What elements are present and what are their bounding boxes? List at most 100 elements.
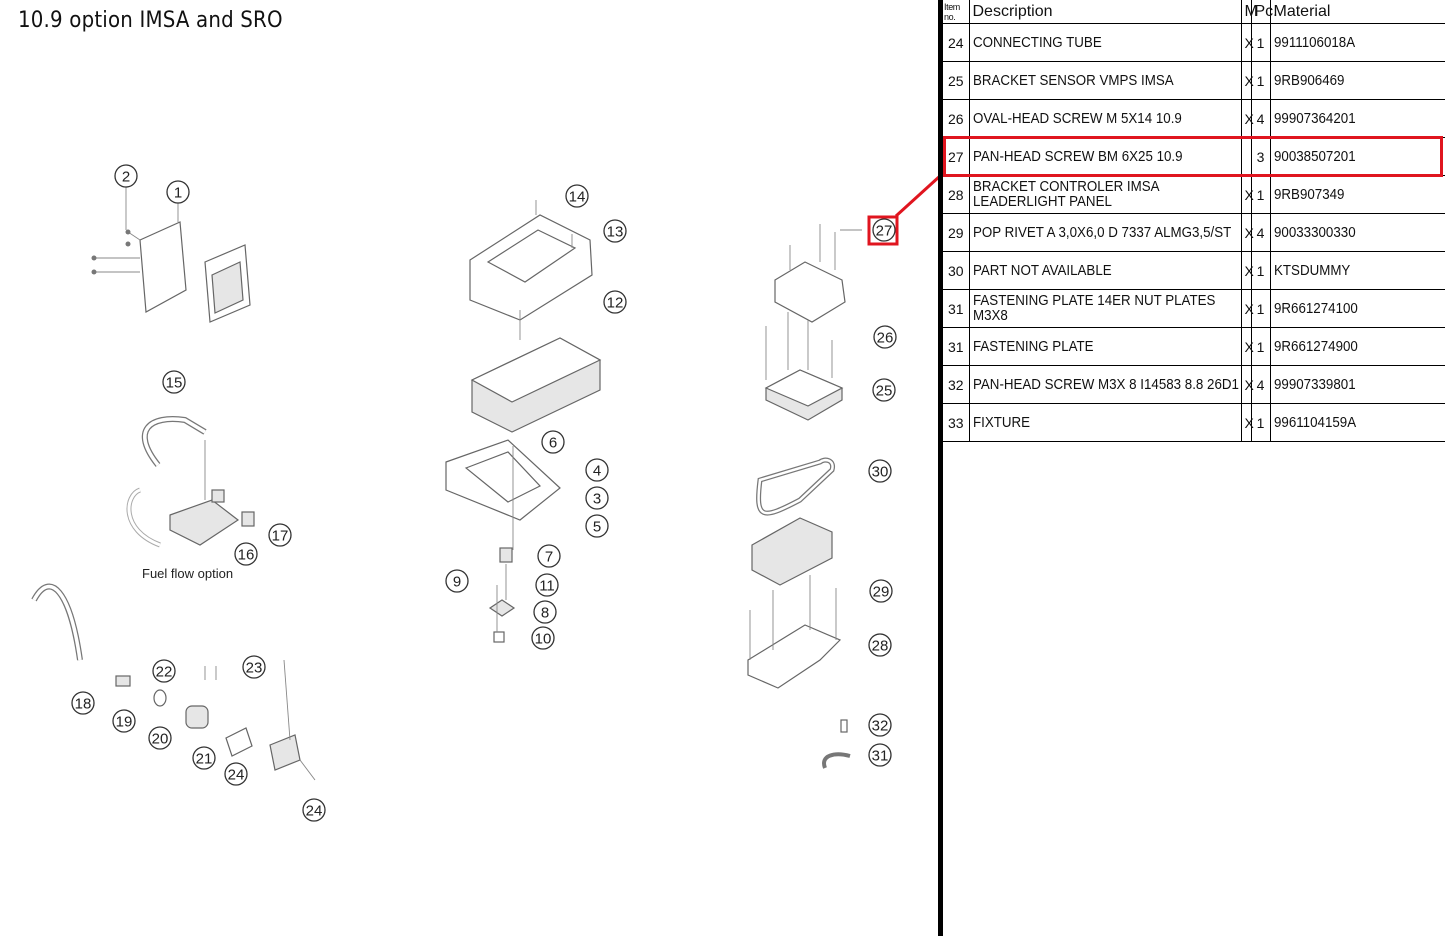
- callout-28: 28: [868, 633, 892, 657]
- description-cell: FIXTURE: [969, 403, 1242, 442]
- header-m: M: [1241, 0, 1258, 24]
- callout-number: 8: [541, 605, 549, 622]
- material-cell: 90033300330: [1270, 213, 1445, 252]
- material-cell: 9961104159A: [1270, 403, 1445, 442]
- table-header-row: Item no. Description M Pc. Material: [943, 0, 1445, 24]
- pc-cell: 4: [1251, 213, 1271, 252]
- callout-24: 24: [224, 762, 248, 786]
- m-cell: X: [1241, 251, 1254, 290]
- callout-number: 10: [535, 631, 552, 648]
- m-cell: X: [1241, 365, 1254, 404]
- pc-cell: 4: [1251, 365, 1271, 404]
- description-cell: POP RIVET A 3,0X6,0 D 7337 ALMG3,5/ST: [969, 213, 1242, 252]
- callout-number: 24: [306, 803, 323, 820]
- callout-number: 32: [872, 718, 889, 735]
- header-material: Material: [1270, 0, 1445, 24]
- display-bracket-drawing: [91, 187, 251, 323]
- callout-15: 15: [162, 370, 186, 394]
- pc-cell: 1: [1251, 289, 1271, 328]
- material-cell: 90038507201: [1270, 137, 1445, 176]
- callout-8: 8: [533, 600, 557, 624]
- description-cell: CONNECTING TUBE: [969, 23, 1242, 62]
- ecu-lower-bracket-drawing: [445, 439, 561, 550]
- callout-number: 5: [593, 519, 601, 536]
- vertical-divider: [938, 0, 943, 936]
- callout-number: 18: [75, 696, 92, 713]
- item-no-cell: 24: [943, 23, 970, 62]
- highlight-box-callout-27: [867, 215, 899, 246]
- material-cell-text: 9R661274100: [1273, 301, 1358, 317]
- item-no-cell: 26: [943, 99, 970, 138]
- callout-9: 9: [445, 569, 469, 593]
- callout-number: 31: [872, 748, 889, 765]
- callout-number: 27: [876, 223, 893, 240]
- callout-number: 19: [116, 714, 133, 731]
- m-cell: X: [1241, 289, 1254, 328]
- m-cell: X: [1241, 403, 1254, 442]
- material-cell-text: 99907364201: [1273, 111, 1356, 127]
- callout-17: 17: [268, 523, 292, 547]
- description-cell-text: CONNECTING TUBE: [972, 35, 1102, 51]
- ecu-unit-drawing: [470, 310, 602, 433]
- item-no-cell: 25: [943, 61, 970, 100]
- callout-number: 24: [228, 767, 245, 784]
- description-cell: FASTENING PLATE 14ER NUT PLATES M3X8: [969, 289, 1242, 328]
- callout-21: 21: [192, 746, 216, 770]
- callout-number: 26: [877, 330, 894, 347]
- callout-2: 2: [114, 164, 138, 188]
- description-cell-text: PAN-HEAD SCREW BM 6X25 10.9: [972, 149, 1183, 165]
- pc-cell: 1: [1251, 327, 1271, 366]
- callout-number: 23: [246, 660, 263, 677]
- callout-1: 1: [166, 180, 190, 204]
- callout-number: 25: [876, 383, 893, 400]
- callout-11: 11: [535, 573, 559, 597]
- item-no-cell: 31: [943, 327, 970, 366]
- m-cell: X: [1241, 99, 1254, 138]
- callout-3: 3: [585, 486, 609, 510]
- fuel-flow-drawing: [126, 416, 255, 548]
- fuel-flow-caption: Fuel flow option: [142, 566, 233, 581]
- callout-27: 27: [872, 218, 896, 242]
- callout-number: 12: [607, 295, 624, 312]
- callout-number: 9: [453, 574, 461, 591]
- callout-number: 14: [569, 189, 586, 206]
- callout-26: 26: [873, 325, 897, 349]
- material-cell: KTSDUMMY: [1270, 251, 1445, 290]
- description-cell: PAN-HEAD SCREW M3X 8 I14583 8.8 26D1: [969, 365, 1242, 404]
- sensor-bracket-drawing: [764, 224, 862, 421]
- callout-24: 24: [302, 798, 326, 822]
- description-cell-text: FIXTURE: [972, 415, 1030, 431]
- description-cell-text: FASTENING PLATE: [972, 339, 1094, 355]
- callout-number: 11: [539, 578, 555, 595]
- sensor-assembly-drawing: [31, 583, 316, 781]
- callout-12: 12: [603, 290, 627, 314]
- callout-number: 17: [272, 528, 289, 545]
- description-cell-text: POP RIVET A 3,0X6,0 D 7337 ALMG3,5/ST: [972, 224, 1231, 241]
- callout-30: 30: [868, 459, 892, 483]
- callout-number: 7: [545, 549, 553, 566]
- material-cell: 99907364201: [1270, 99, 1445, 138]
- callout-number: 4: [593, 463, 601, 480]
- m-cell: X: [1241, 61, 1254, 100]
- description-cell-text: FASTENING PLATE 14ER NUT PLATES M3X8: [972, 292, 1215, 324]
- pc-cell: 1: [1251, 403, 1271, 442]
- pc-cell: 1: [1251, 175, 1271, 214]
- highlight-connector-line: [894, 175, 938, 218]
- callout-19: 19: [112, 709, 136, 733]
- item-no-cell: 27: [943, 137, 970, 176]
- callout-number: 30: [872, 464, 889, 481]
- callout-number: 21: [196, 751, 213, 768]
- callout-31: 31: [868, 743, 892, 767]
- material-cell: 9RB907349: [1270, 175, 1445, 214]
- callout-22: 22: [152, 659, 176, 683]
- m-cell: X: [1241, 327, 1254, 366]
- callout-number: 2: [122, 169, 130, 186]
- callout-20: 20: [148, 726, 172, 750]
